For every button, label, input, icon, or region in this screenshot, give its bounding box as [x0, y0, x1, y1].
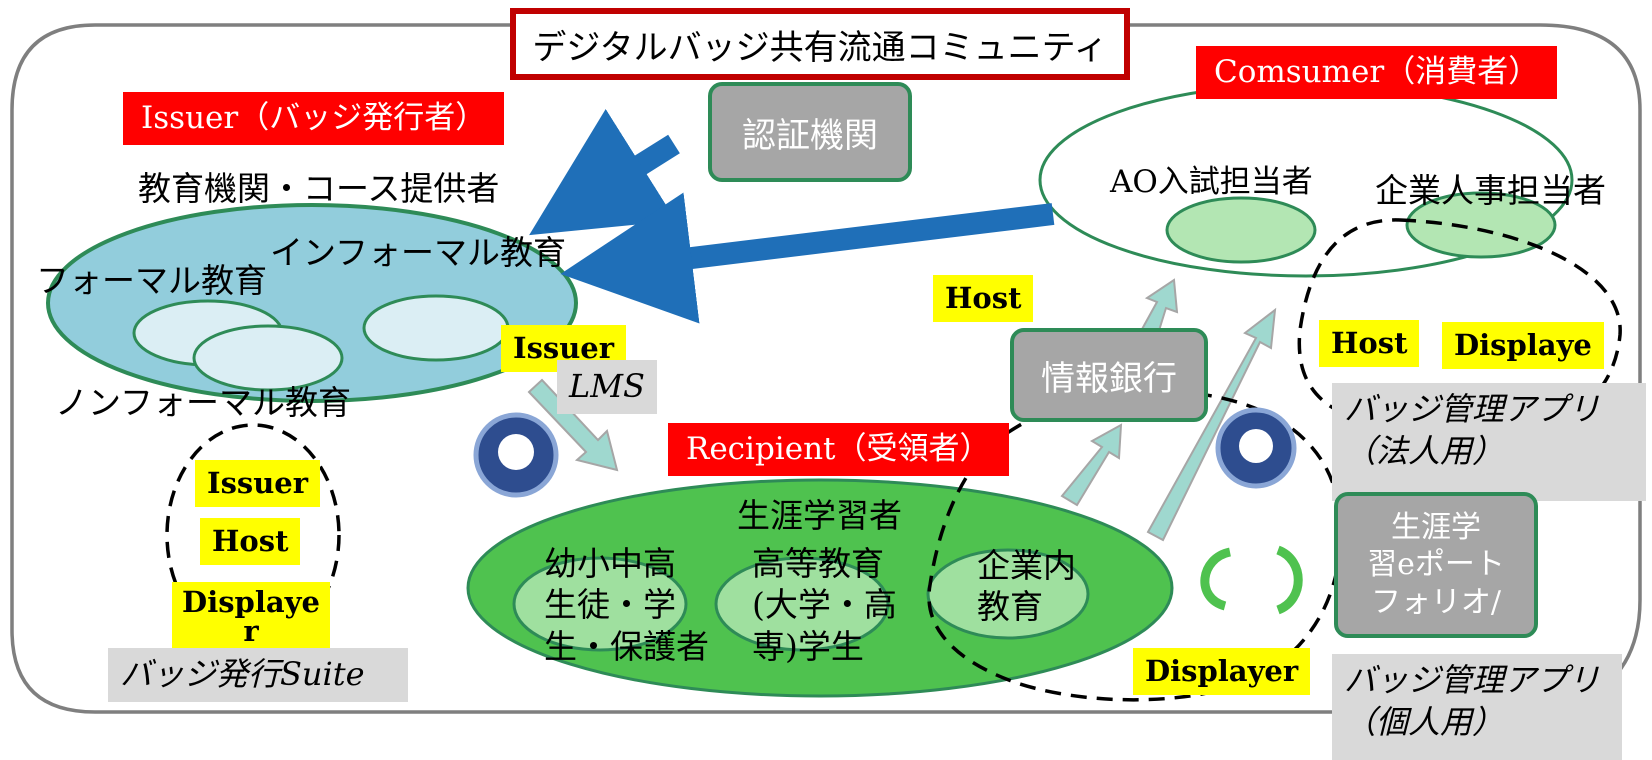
portfolio-line3: フォリオ/ — [1370, 584, 1502, 620]
nonformal-bubble — [192, 324, 344, 392]
cycle-arrow-left — [1200, 547, 1232, 611]
corporate-bubble — [926, 548, 1090, 640]
k12-line1: 幼小中高 — [544, 544, 676, 583]
corporate-app-label: バッジ管理アプリ （法人用） — [1332, 383, 1646, 501]
displayer-tag: Displayer — [1133, 648, 1311, 695]
lifelong-label: 生涯学習者 — [737, 496, 902, 535]
issuer-subheading: 教育機関・コース提供者 — [138, 169, 500, 208]
k12-line2: 生徒・学 — [544, 585, 676, 625]
corporate-app-line2: （法人用） — [1344, 431, 1505, 470]
recipient-heading: Recipient（受領者） — [668, 423, 1009, 477]
arrow-consumer-to-issuer — [560, 192, 1055, 324]
hr-bubble — [1405, 191, 1557, 259]
consumer-host-tag: Host — [1319, 320, 1420, 367]
suite-label: バッジ発行Suite — [108, 648, 408, 702]
suite-displayer-text: Displaye — [182, 585, 320, 619]
community-title: デジタルバッジ共有流通コミュニティ — [510, 8, 1130, 80]
formal-label: フォーマル教育 — [36, 261, 267, 300]
portfolio-line1: 生涯学 — [1390, 509, 1481, 545]
suite-displayer-overflow: r — [243, 614, 259, 648]
corporate-app-line1: バッジ管理アプリ — [1344, 390, 1601, 428]
personal-app-line2: （個人用） — [1344, 702, 1505, 741]
personal-app-line1: バッジ管理アプリ — [1344, 661, 1601, 699]
ao-label: AO入試担当者 — [1110, 164, 1313, 200]
arrow-recipient-to-consumer — [1146, 307, 1277, 542]
personal-dashed-boundary — [927, 388, 1343, 702]
issuer-tag: Issuer — [501, 325, 627, 372]
arrow-lms-to-recipient — [527, 378, 619, 472]
ao-bubble — [1165, 196, 1317, 264]
accreditor-box: 認証機関 — [708, 82, 912, 182]
consumer-displayer-tag: Displaye — [1442, 322, 1604, 369]
arrow-recipient-to-infobank — [1060, 423, 1123, 507]
issuer-heading: Issuer（バッジ発行者） — [123, 92, 505, 146]
nonformal-label: ノンフォーマル教育 — [55, 383, 352, 422]
badge-emblem-icon — [473, 412, 559, 498]
higher-bubble — [714, 556, 890, 652]
higher-line1: 高等教育 — [752, 544, 884, 583]
suite-issuer-tag: Issuer — [195, 460, 321, 507]
portfolio-box: 生涯学 習eポート フォリオ/ — [1334, 492, 1538, 638]
informal-label: インフォーマル教育 — [270, 233, 567, 272]
personal-app-label: バッジ管理アプリ （個人用） — [1332, 654, 1622, 760]
lms-label: LMS — [557, 360, 657, 414]
informal-bubble — [362, 294, 510, 362]
k12-line3: 生・保護者 — [544, 626, 709, 666]
suite-host-tag: Host — [200, 518, 301, 565]
k12-label: 幼小中高 生徒・学 生・保護者 — [544, 543, 709, 667]
corporate-line1: 企業内 — [977, 546, 1076, 585]
corporate-line2: 教育 — [977, 587, 1043, 627]
higher-line2: (大学・高 — [752, 585, 897, 625]
portfolio-line2: 習eポート — [1367, 547, 1505, 583]
info-bank-box: 情報銀行 — [1010, 328, 1208, 422]
consumer-heading: Comsumer（消費者） — [1196, 46, 1558, 100]
k12-bubble — [512, 556, 688, 652]
host-top-tag: Host — [933, 275, 1034, 322]
suite-dashed-boundary — [165, 423, 341, 647]
corporate-ed-label: 企業内 教育 — [977, 545, 1076, 628]
higher-line3: 専)学生 — [752, 626, 864, 666]
cycle-arrow-right — [1275, 545, 1303, 615]
badge-emblem-icon — [1215, 407, 1297, 489]
hr-label: 企業人事担当者 — [1375, 171, 1606, 210]
higher-ed-label: 高等教育 (大学・高 専)学生 — [752, 543, 897, 667]
arrow-accreditor-to-issuer — [529, 108, 680, 236]
